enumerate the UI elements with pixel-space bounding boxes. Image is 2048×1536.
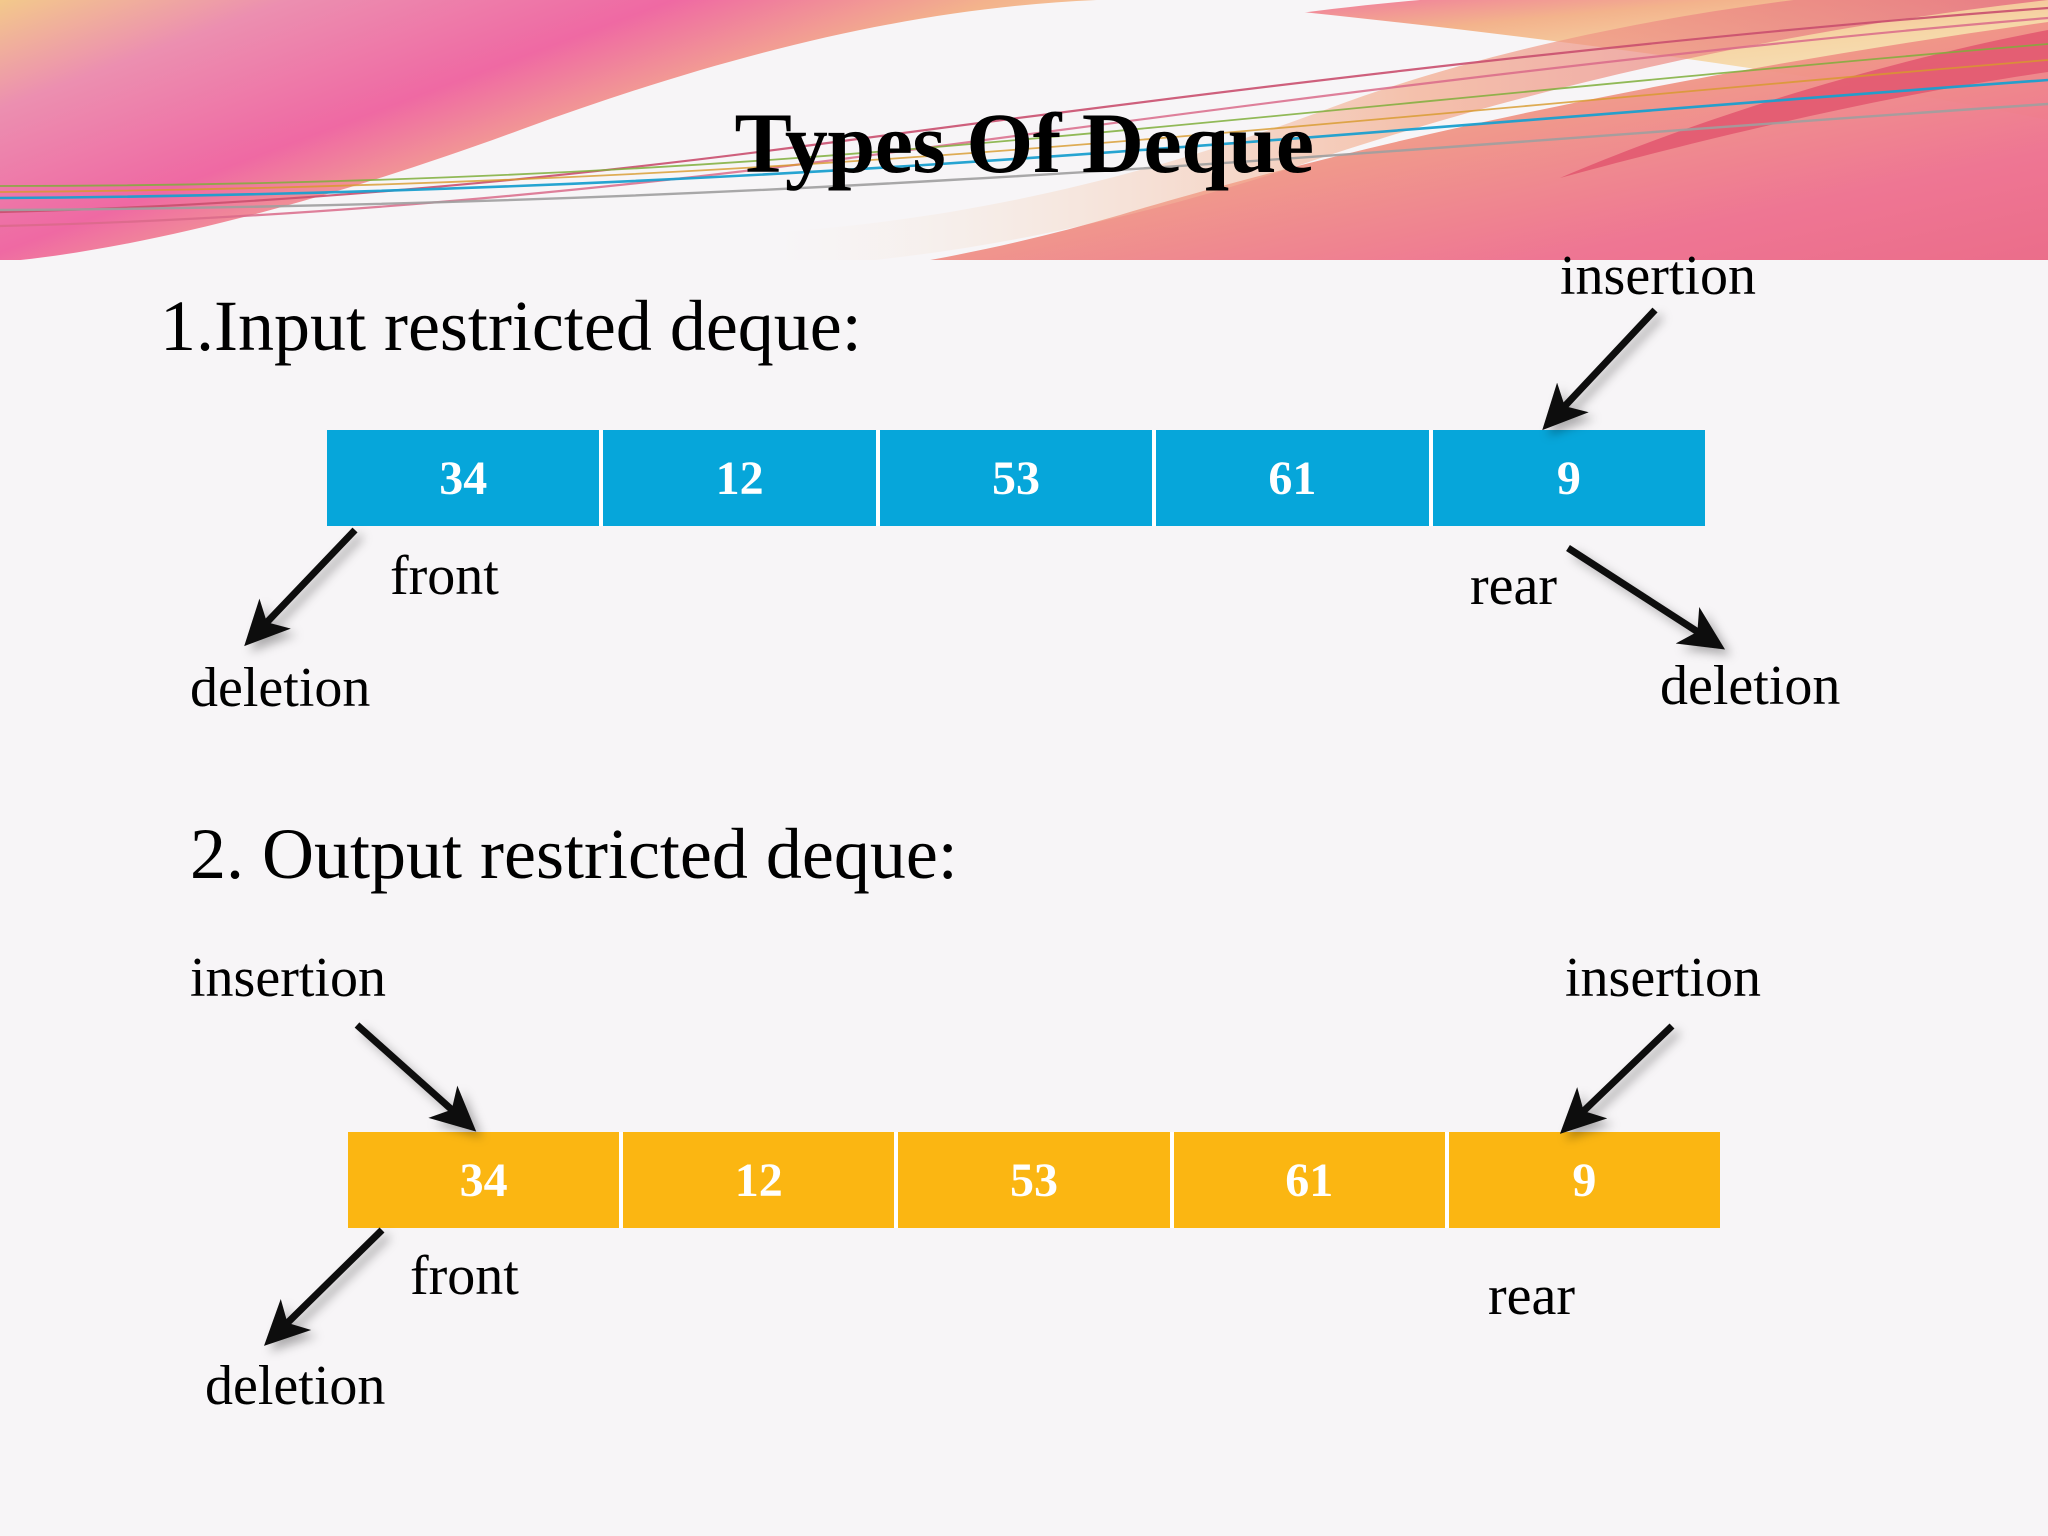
label-insertion-rear-1: insertion	[1560, 245, 1756, 307]
arrow-deletion-front-2	[264, 1227, 385, 1346]
label-front-1: front	[390, 545, 499, 607]
label-front-2: front	[410, 1245, 519, 1307]
deque-cell: 9	[1556, 451, 1581, 505]
label-rear-1: rear	[1470, 555, 1558, 617]
deque-cell: 34	[327, 430, 604, 526]
deque-cell: 61	[1174, 1132, 1449, 1228]
deque-input-restricted: 34 12 53 61 9	[327, 430, 1705, 526]
deque-cell: 12	[623, 1132, 899, 1228]
deque-cell: 61	[1156, 430, 1433, 526]
arrow-deletion-front-1	[244, 527, 358, 647]
deque-output-restricted: 34 12 53 61 9	[348, 1132, 1720, 1228]
label-deletion-front-1: deletion	[190, 657, 371, 719]
arrow-insertion-rear-1	[1542, 307, 1658, 431]
label-deletion-front-2: deletion	[205, 1355, 386, 1417]
label-rear-2: rear	[1488, 1265, 1576, 1327]
deque-cell: 12	[603, 430, 880, 526]
arrow-insertion-rear-2	[1559, 1023, 1675, 1134]
deque-cell: 34	[348, 1132, 624, 1228]
label-deletion-rear-1: deletion	[1660, 655, 1841, 717]
slide-title: Types Of Deque	[734, 95, 1314, 191]
label-insertion-rear-2: insertion	[1565, 947, 1761, 1009]
deque-cell: 53	[898, 1132, 1174, 1228]
section-2-heading: 2. Output restricted deque:	[190, 814, 958, 894]
deque-cell: 9	[1572, 1153, 1597, 1207]
arrow-deletion-rear-1	[1566, 545, 1726, 650]
section-1-heading: 1.Input restricted deque:	[160, 286, 862, 366]
deque-cell: 53	[880, 430, 1157, 526]
arrow-insertion-front-2	[354, 1022, 477, 1132]
label-insertion-front-2: insertion	[190, 947, 386, 1009]
